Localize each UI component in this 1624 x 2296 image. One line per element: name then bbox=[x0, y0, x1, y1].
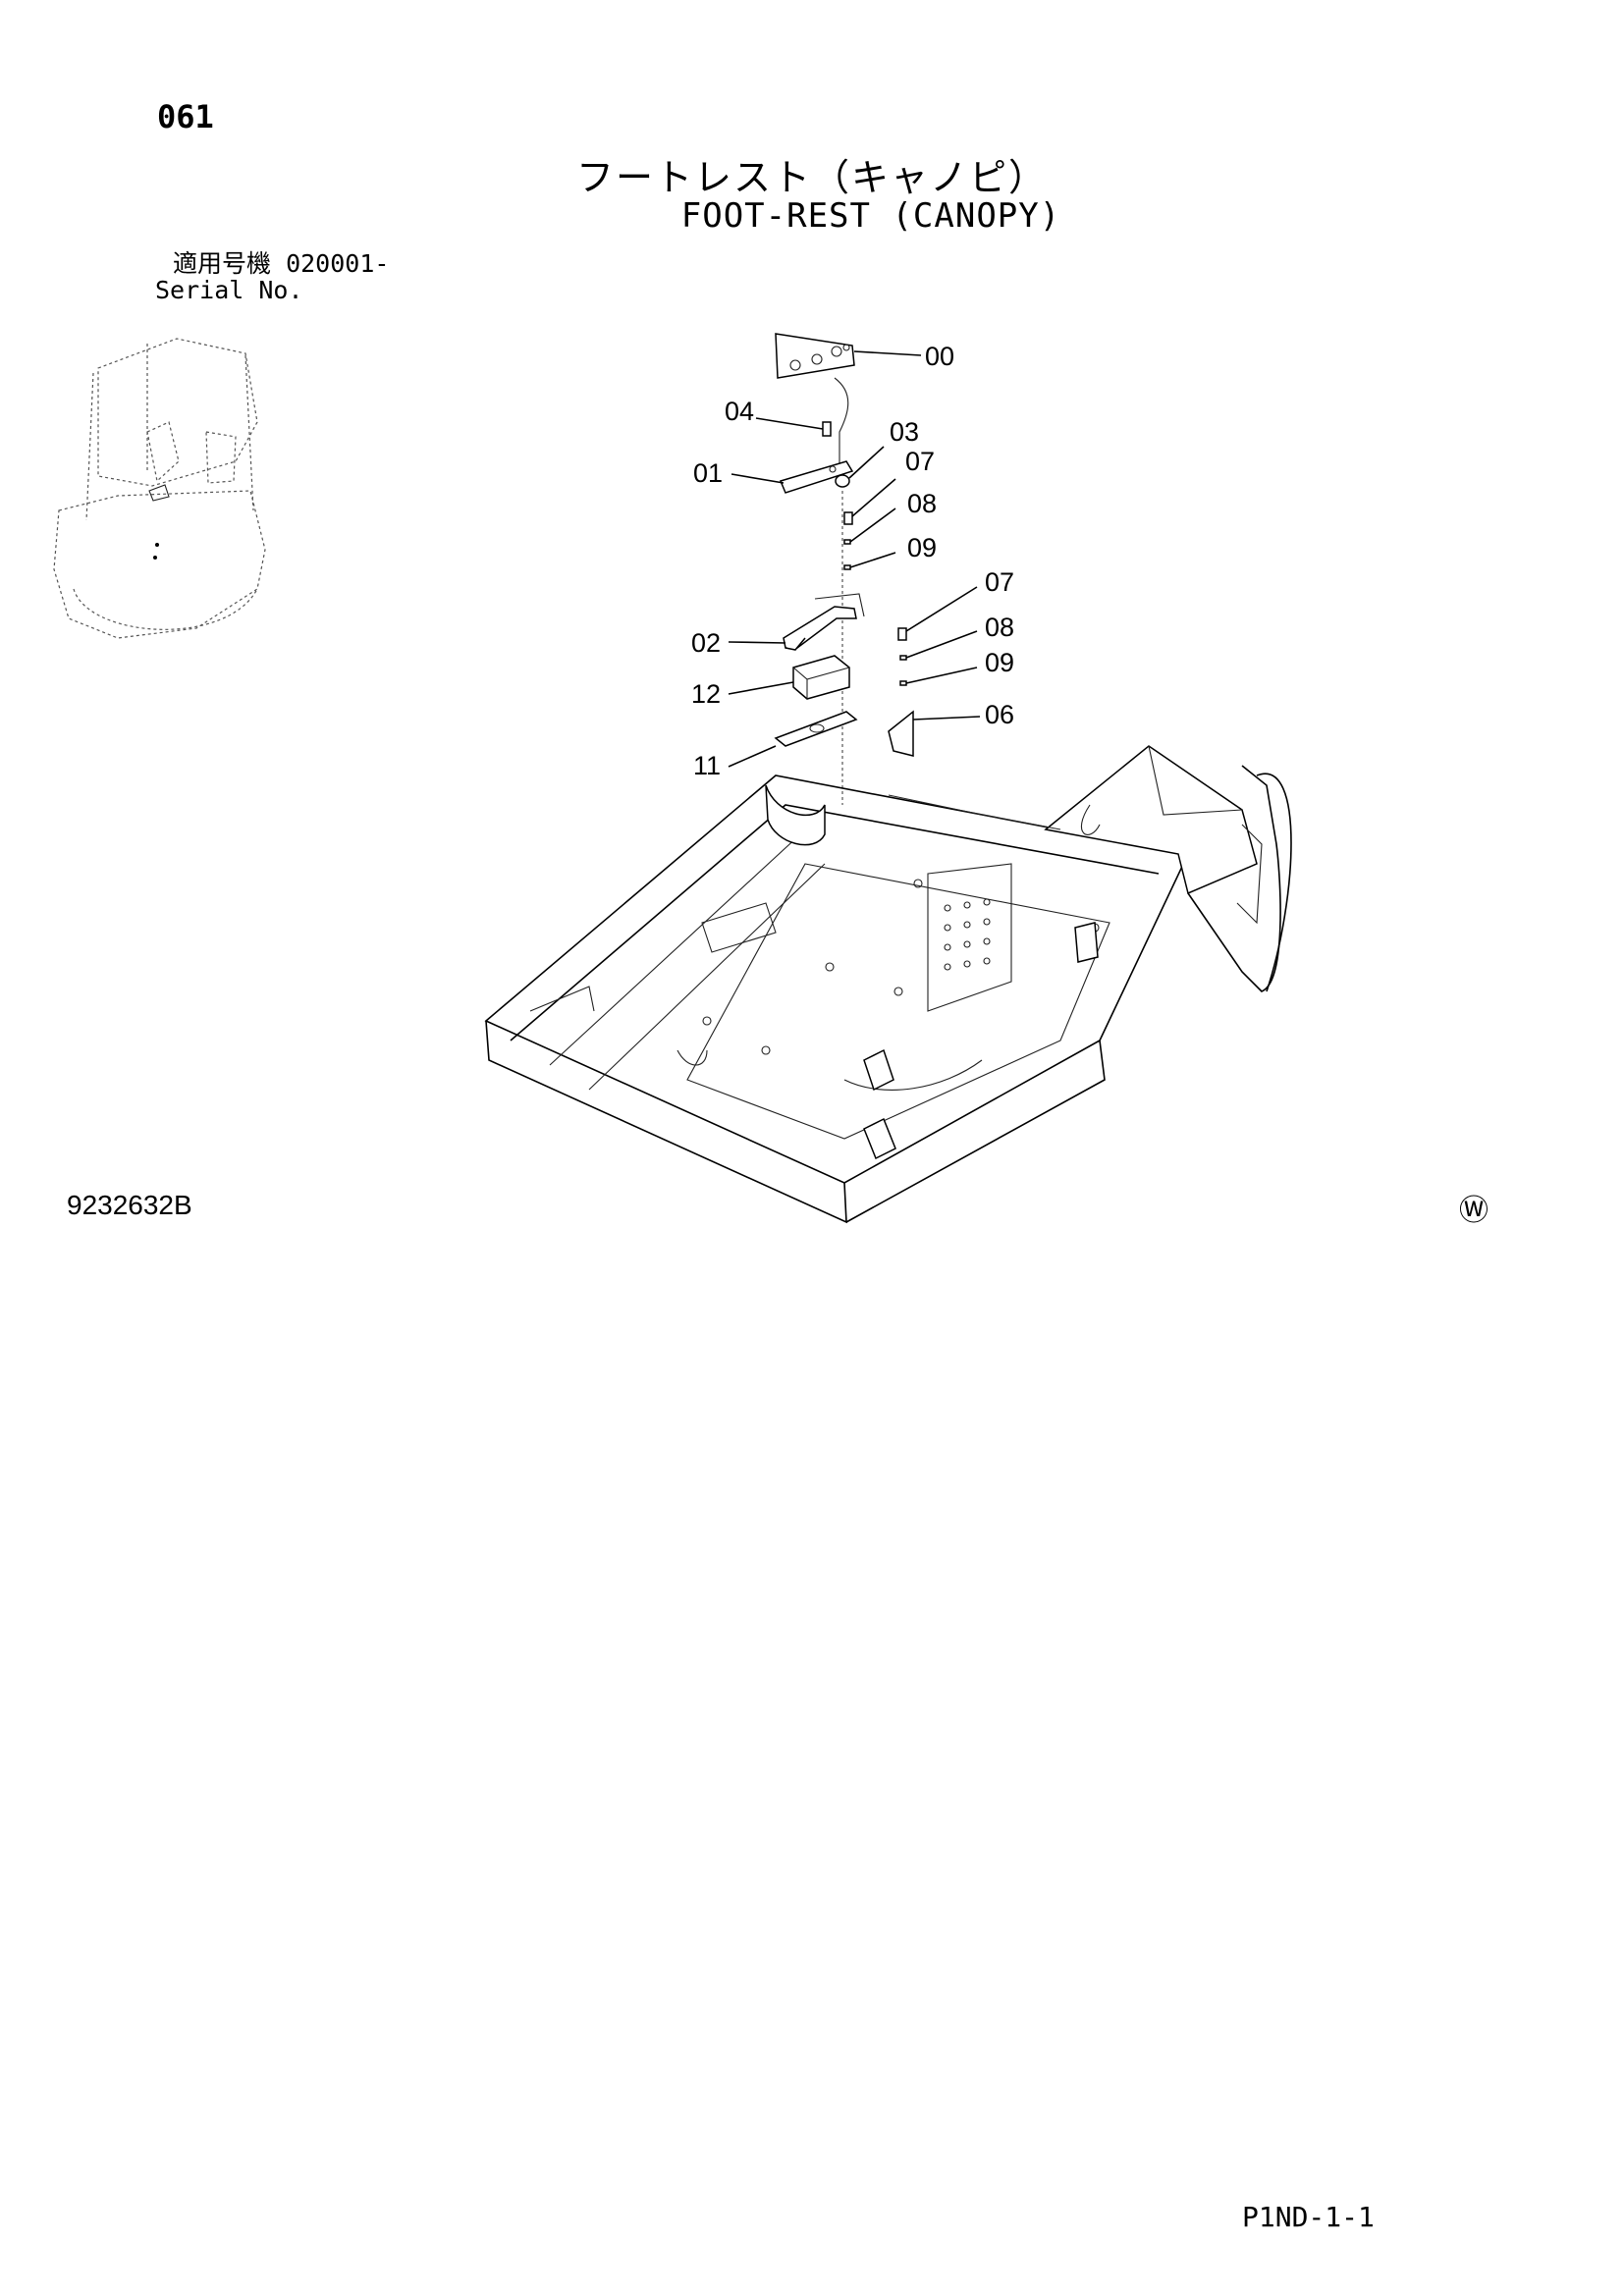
callout-08-upper: 08 bbox=[907, 489, 937, 518]
callout-02: 02 bbox=[691, 628, 721, 658]
part-02-bracket bbox=[783, 593, 865, 651]
part-06-plate bbox=[888, 710, 914, 757]
part-01-bracket bbox=[779, 460, 854, 494]
callout-03: 03 bbox=[890, 417, 919, 447]
callout-00: 00 bbox=[925, 342, 954, 371]
part-11-plate bbox=[774, 711, 858, 747]
leader-lines bbox=[728, 350, 981, 768]
watermark-symbol: Ⓦ bbox=[1459, 1194, 1489, 1228]
applicable-label: 適用号機 bbox=[173, 249, 272, 278]
callout-06: 06 bbox=[985, 700, 1014, 729]
parts-07-08-09-lower bbox=[897, 627, 907, 686]
callout-01: 01 bbox=[693, 458, 723, 488]
serial-block: 適用号機 020001- Serial No. bbox=[155, 250, 389, 303]
callout-12: 12 bbox=[691, 679, 721, 709]
serial-label-en: Serial No. bbox=[155, 276, 303, 304]
serial-range: 020001- bbox=[286, 249, 390, 278]
part-04-bolt bbox=[822, 421, 832, 437]
callout-11: 11 bbox=[693, 751, 721, 780]
floor-frame-assembly bbox=[484, 745, 1292, 1224]
page-number: 061 bbox=[157, 98, 214, 135]
page-code: P1ND-1-1 bbox=[1242, 2201, 1375, 2233]
parts-07-08-09-upper bbox=[843, 511, 853, 570]
callout-04: 04 bbox=[725, 397, 754, 426]
part-00-plate bbox=[775, 333, 855, 379]
callout-09-upper: 09 bbox=[907, 533, 937, 562]
part-03-nut bbox=[835, 474, 850, 488]
serial-line-ja: 適用号機 020001- bbox=[155, 250, 389, 277]
mounting-holes bbox=[702, 879, 1100, 1055]
callout-07-lower: 07 bbox=[985, 567, 1014, 597]
title-japanese: フートレスト（キャノピ） bbox=[575, 156, 1048, 199]
location-thumbnail bbox=[53, 338, 266, 639]
callout-08-lower: 08 bbox=[985, 613, 1014, 642]
part-12-pad bbox=[792, 655, 850, 700]
callout-09-lower: 09 bbox=[985, 648, 1014, 677]
drawing-number: 9232632B bbox=[67, 1190, 192, 1220]
callout-07-upper: 07 bbox=[905, 447, 935, 476]
title-english: FOOT-REST (CANOPY) bbox=[680, 196, 1061, 236]
